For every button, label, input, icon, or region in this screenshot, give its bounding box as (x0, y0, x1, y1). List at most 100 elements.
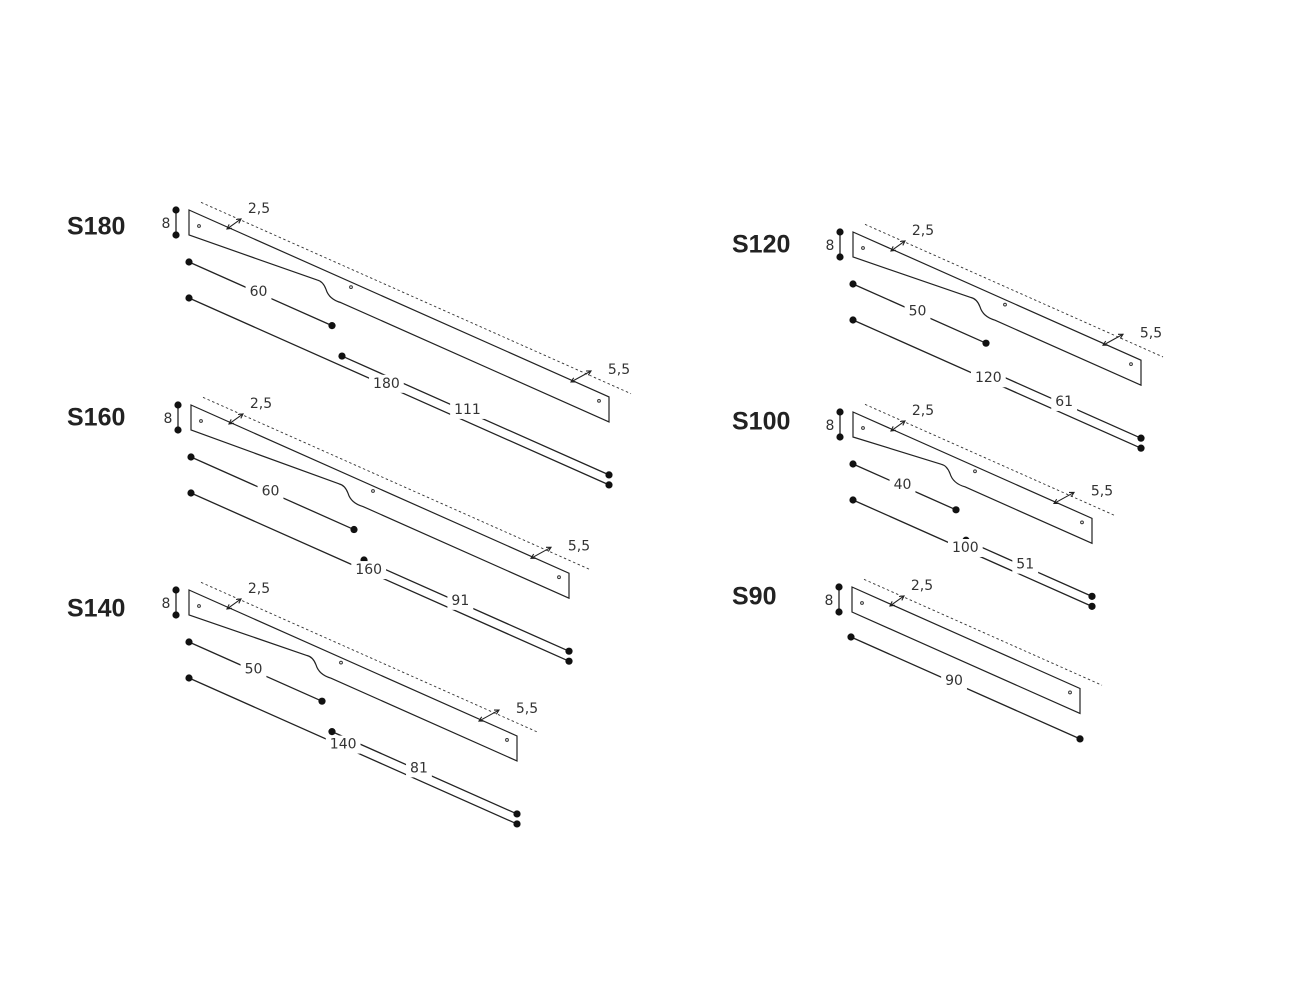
remainder-start-point (328, 728, 336, 736)
bar-outline (851, 586, 1081, 715)
margin-left-arrow (226, 598, 242, 610)
total-value: 120 (975, 370, 1002, 386)
remainder-value-bg (1012, 555, 1039, 574)
segment-start-point (185, 258, 193, 266)
segment-value: 40 (894, 477, 912, 493)
total-end-point (1076, 735, 1084, 743)
margin-left-value: 2,5 (248, 201, 270, 217)
remainder-end-point (1088, 592, 1096, 600)
model-label: S140 (67, 595, 125, 623)
hole-right (1080, 520, 1084, 525)
margin-left-arrow (228, 413, 244, 425)
segment-value-bg (257, 482, 284, 501)
total-value-bg (970, 369, 1006, 388)
bar-outline (188, 589, 518, 762)
height-value: 8 (162, 596, 171, 612)
margin-right-value: 5,5 (568, 538, 590, 554)
height-value: 8 (826, 238, 835, 254)
hole-left (861, 246, 865, 250)
segment-end-point (350, 525, 358, 534)
margin-left-value: 2,5 (912, 223, 934, 239)
remainder-value-bg (447, 591, 474, 610)
bar-outline (852, 411, 1093, 545)
model-label: S120 (732, 231, 790, 259)
segment-value: 60 (250, 284, 268, 300)
offset-guide-line (863, 578, 1103, 686)
hole-left (199, 419, 203, 423)
remainder-start-point (338, 352, 346, 360)
total-start-point (185, 674, 193, 682)
remainder-end-point (565, 647, 573, 655)
margin-right-value: 5,5 (516, 701, 538, 717)
segment-value-bg (245, 282, 272, 301)
margin-left-arrow (890, 420, 906, 432)
remainder-value-bg (406, 759, 432, 778)
offset-guide-line (202, 396, 592, 571)
hole-middle (973, 469, 977, 474)
margin-right-value: 5,5 (1140, 325, 1162, 341)
total-value-bg (941, 671, 967, 690)
margin-right-arrow (477, 709, 501, 722)
height-dim-bottom-point (836, 253, 844, 261)
hole-middle (339, 660, 343, 665)
total-start-point (849, 496, 857, 504)
total-end-point (605, 481, 613, 489)
total-value: 90 (945, 673, 963, 689)
model-label: S100 (732, 408, 790, 436)
hole-middle (371, 489, 375, 493)
height-dim-top-point (172, 206, 180, 214)
bar-outline (852, 231, 1142, 387)
height-dim-top-point (172, 586, 180, 594)
total-value: 160 (355, 562, 382, 578)
remainder-value: 51 (1016, 557, 1034, 573)
model-label: S90 (732, 583, 776, 611)
margin-right-arrow (569, 370, 593, 383)
hole-right (505, 738, 509, 742)
total-value-bg (947, 538, 983, 557)
hole-right (1129, 362, 1133, 367)
total-end-point (1137, 444, 1145, 452)
total-start-point (185, 294, 193, 302)
segment-value: 60 (262, 483, 280, 499)
total-value: 140 (330, 737, 357, 753)
hole-left (860, 601, 864, 605)
margin-right-arrow (1101, 333, 1125, 346)
margin-left-arrow (889, 595, 905, 607)
margin-left-value: 2,5 (248, 581, 270, 597)
remainder-value: 91 (451, 593, 469, 609)
total-value-bg (369, 374, 404, 393)
model-label: S160 (67, 404, 125, 432)
total-start-point (187, 489, 195, 497)
margin-right-arrow (1052, 491, 1076, 504)
offset-guide-line (200, 581, 540, 734)
margin-left-value: 2,5 (912, 403, 934, 419)
margin-left-arrow (890, 240, 906, 252)
hole-right (597, 399, 601, 403)
remainder-value-bg (1051, 392, 1078, 411)
segment-end-point (952, 506, 960, 514)
hole-middle (1003, 302, 1007, 307)
height-dim-top-point (835, 583, 843, 591)
segment-end-point (328, 322, 336, 330)
bar-outline (188, 209, 610, 423)
total-end-point (1088, 602, 1096, 610)
height-dim-top-point (836, 408, 844, 416)
total-value: 100 (952, 540, 979, 556)
segment-value: 50 (909, 304, 927, 320)
remainder-end-point (605, 471, 613, 479)
segment-start-point (185, 638, 193, 646)
hole-middle (349, 285, 353, 289)
height-dim-top-point (174, 401, 182, 409)
segment-value-bg (240, 660, 267, 679)
margin-left-value: 2,5 (911, 578, 933, 594)
model-s160: S160 8 2,5 5,5 60 160 91 (67, 396, 592, 665)
remainder-value-bg (450, 400, 485, 419)
offset-guide-line (200, 201, 632, 395)
hole-left (861, 426, 865, 430)
height-value: 8 (164, 411, 173, 427)
